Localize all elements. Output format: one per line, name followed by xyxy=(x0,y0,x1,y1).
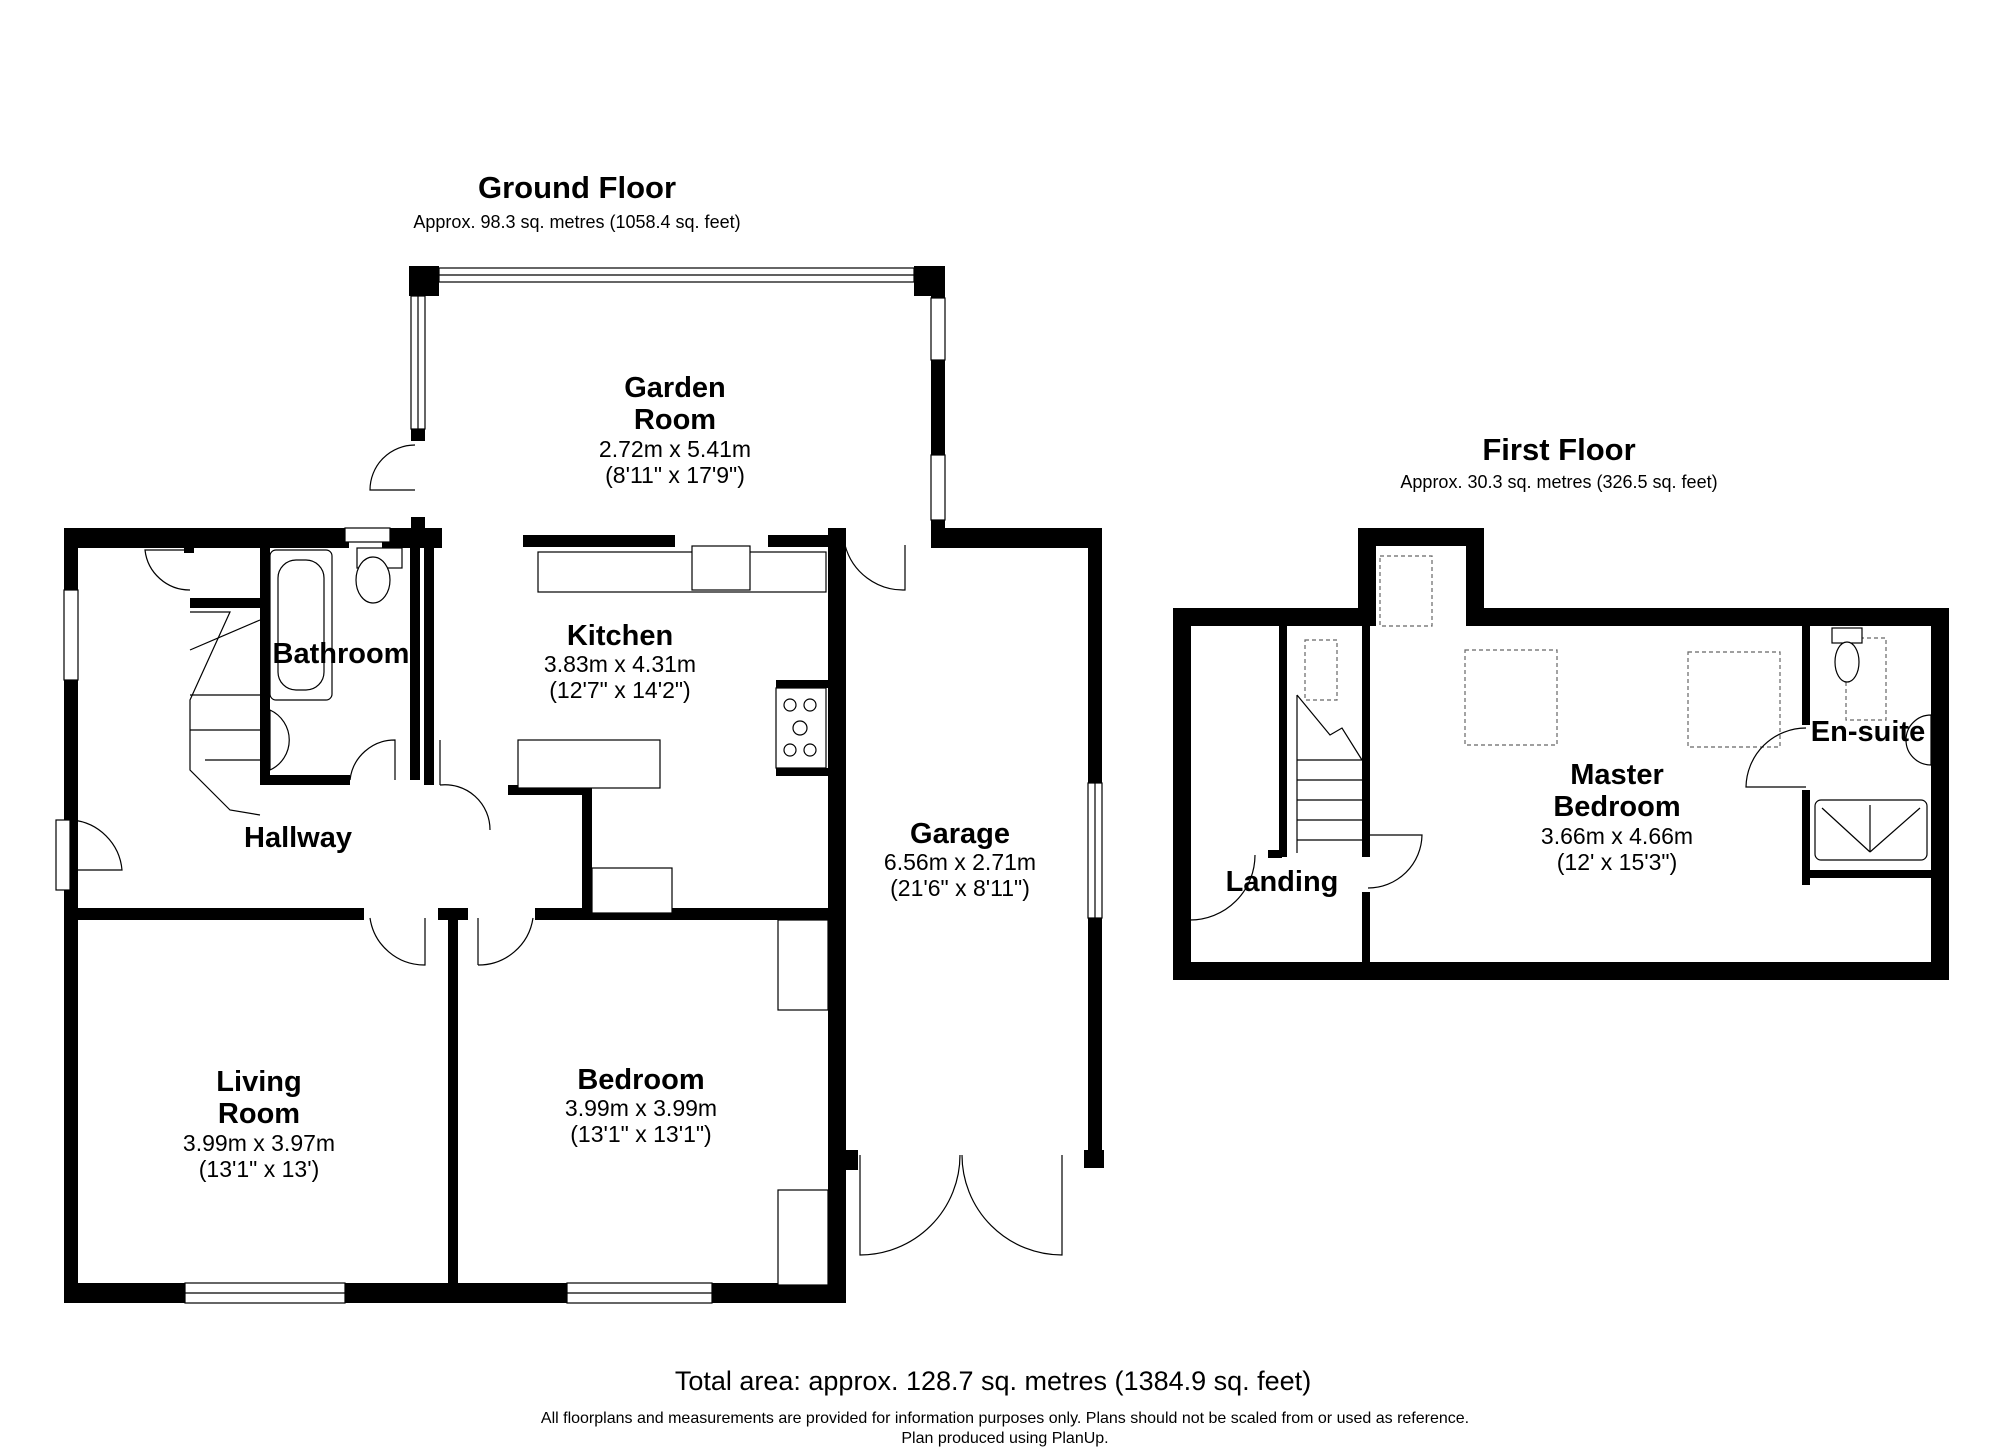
room-name: Bedroom xyxy=(1553,791,1681,824)
door-swing xyxy=(1745,727,1807,788)
wardrobe xyxy=(777,919,829,1011)
room-dimension-imperial: (21'6" x 8'11") xyxy=(890,875,1030,902)
room-dimension-imperial: (12' x 15'3") xyxy=(1556,848,1678,875)
staircase xyxy=(1296,694,1363,853)
door-swing xyxy=(369,917,426,966)
room-name: Bathroom xyxy=(272,638,410,670)
kitchen-island xyxy=(517,739,661,789)
room-dimension-metric: 2.72m x 5.41m xyxy=(598,435,752,462)
staircase xyxy=(189,611,261,816)
room-label-master-bedroom: Master Bedroom 3.66m x 4.66m (12' x 15'3… xyxy=(1541,759,1693,875)
room-name: Master xyxy=(1570,759,1664,791)
room-label-living-room: Living Room 3.99m x 3.97m (13'1" x 13') xyxy=(183,1066,335,1182)
room-dimension-metric: 3.83m x 4.31m xyxy=(543,651,697,678)
room-label-hallway: Hallway xyxy=(244,822,352,854)
roof-window xyxy=(1687,651,1781,748)
room-name: Landing xyxy=(1225,866,1339,898)
door-swing xyxy=(844,544,906,591)
room-name: Room xyxy=(217,1098,301,1131)
window xyxy=(930,297,946,361)
room-dimension-metric: 3.66m x 4.66m xyxy=(1540,822,1694,849)
toilet xyxy=(1831,627,1863,644)
door-swing xyxy=(369,444,416,491)
room-name: Garage xyxy=(910,818,1010,850)
room-dimension-metric: 6.56m x 2.71m xyxy=(883,849,1037,876)
room-name: Living xyxy=(216,1066,302,1098)
room-label-bedroom: Bedroom 3.99m x 3.99m (13'1" x 13'1") xyxy=(565,1064,717,1148)
first-floor-plan xyxy=(1173,528,1949,980)
room-dimension-imperial: (13'1" x 13') xyxy=(198,1155,320,1182)
ground-floor-area: Approx. 98.3 sq. metres (1058.4 sq. feet… xyxy=(413,212,741,232)
garage-door-swing-left xyxy=(859,1154,961,1256)
kitchen-worktop xyxy=(537,551,827,593)
sink xyxy=(691,545,751,591)
room-dimension-imperial: (8'11" x 17'9") xyxy=(605,461,745,488)
door-swing xyxy=(477,917,534,966)
total-area: Total area: approx. 128.7 sq. metres (13… xyxy=(674,1366,1312,1396)
ground-floor-plan xyxy=(55,266,1104,1304)
front-door xyxy=(55,819,71,891)
room-dimension-imperial: (13'1" x 13'1") xyxy=(570,1121,712,1148)
room-dimension-metric: 3.99m x 3.97m xyxy=(182,1129,336,1156)
ground-floor-title: Ground Floor xyxy=(477,170,677,205)
garage-door-swing-right xyxy=(961,1154,1063,1256)
door-swing xyxy=(144,549,191,591)
produced-by: Plan produced using PlanUp. xyxy=(901,1430,1109,1447)
window xyxy=(63,589,79,681)
room-label-bathroom: Bathroom xyxy=(273,638,410,670)
basin xyxy=(1905,714,1932,766)
room-dimension-metric: 3.99m x 3.99m xyxy=(564,1095,718,1122)
door-swing xyxy=(71,819,123,871)
room-name: Room xyxy=(633,404,717,437)
room-name: En-suite xyxy=(1810,716,1926,748)
room-label-garden-room: Garden Room 2.72m x 5.41m (8'11" x 17'9"… xyxy=(599,372,751,488)
room-name: Bedroom xyxy=(577,1064,705,1096)
door-swing xyxy=(349,739,396,781)
basin xyxy=(269,709,290,771)
wardrobe xyxy=(777,1189,829,1286)
door-swing xyxy=(1189,854,1256,921)
room-dimension-imperial: (12'7" x 14'2") xyxy=(549,677,691,704)
room-label-kitchen: Kitchen 3.83m x 4.31m (12'7" x 14'2") xyxy=(544,620,696,704)
door-swing xyxy=(1367,834,1423,889)
room-label-en-suite: En-suite xyxy=(1811,716,1925,748)
room-name: Garden xyxy=(624,372,726,404)
room-name: Kitchen xyxy=(566,620,674,652)
window xyxy=(344,527,391,543)
disclaimer: All floorplans and measurements are prov… xyxy=(540,1410,1470,1427)
room-name: Hallway xyxy=(244,822,352,854)
room-label-landing: Landing xyxy=(1226,866,1339,898)
first-floor-area: Approx. 30.3 sq. metres (326.5 sq. feet) xyxy=(1400,472,1718,492)
hob xyxy=(775,687,827,769)
roof-window xyxy=(1464,649,1558,746)
first-floor-title: First Floor xyxy=(1482,432,1636,467)
appliance xyxy=(591,867,673,914)
room-label-garage: Garage 6.56m x 2.71m (21'6" x 8'11") xyxy=(884,818,1036,902)
shower-tray xyxy=(1814,799,1928,861)
roof-window xyxy=(1304,639,1338,701)
window xyxy=(930,454,946,521)
roof-window xyxy=(1379,555,1433,627)
door-swing xyxy=(439,784,491,831)
